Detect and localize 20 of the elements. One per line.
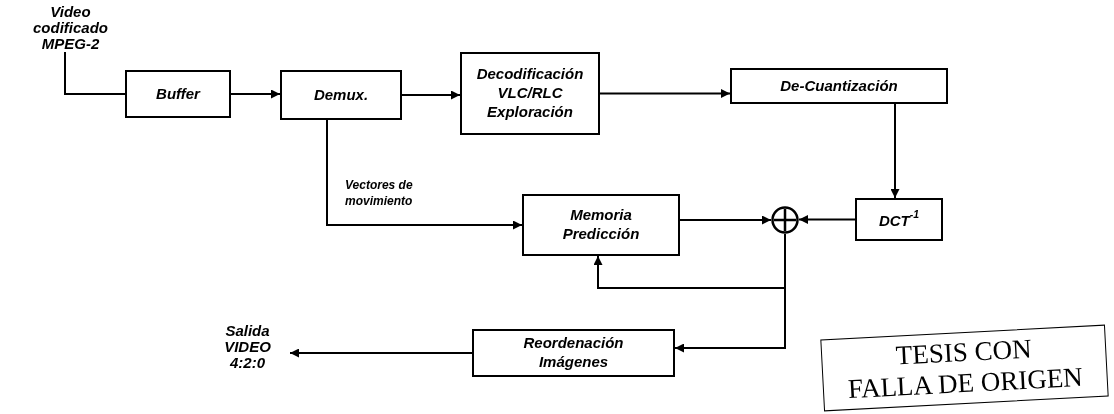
arrow bbox=[289, 348, 473, 358]
arrow bbox=[230, 89, 281, 99]
arrow bbox=[599, 89, 731, 98]
arrow bbox=[326, 119, 523, 230]
io-label: Video codificado MPEG-2 bbox=[8, 4, 133, 52]
process-box: De-Cuantización bbox=[730, 68, 948, 104]
arrow bbox=[798, 215, 856, 224]
io-label: Salida VIDEO 4:2:0 bbox=[205, 322, 290, 372]
process-box: Buffer bbox=[125, 70, 231, 118]
arrow bbox=[679, 215, 772, 225]
stamp-box: TESIS CON FALLA DE ORIGEN bbox=[820, 324, 1109, 412]
process-box: Reordenación Imágenes bbox=[472, 329, 675, 377]
arrow bbox=[401, 90, 461, 100]
process-box: Demux. bbox=[280, 70, 402, 120]
process-box: DCT$^{-1}$ bbox=[855, 198, 943, 241]
summing-junction bbox=[771, 206, 799, 234]
arrow bbox=[890, 103, 900, 199]
process-box: Decodificación VLC/RLC Exploración bbox=[460, 52, 600, 135]
process-box: Memoria Predicción bbox=[522, 194, 680, 256]
arrow bbox=[674, 233, 786, 353]
